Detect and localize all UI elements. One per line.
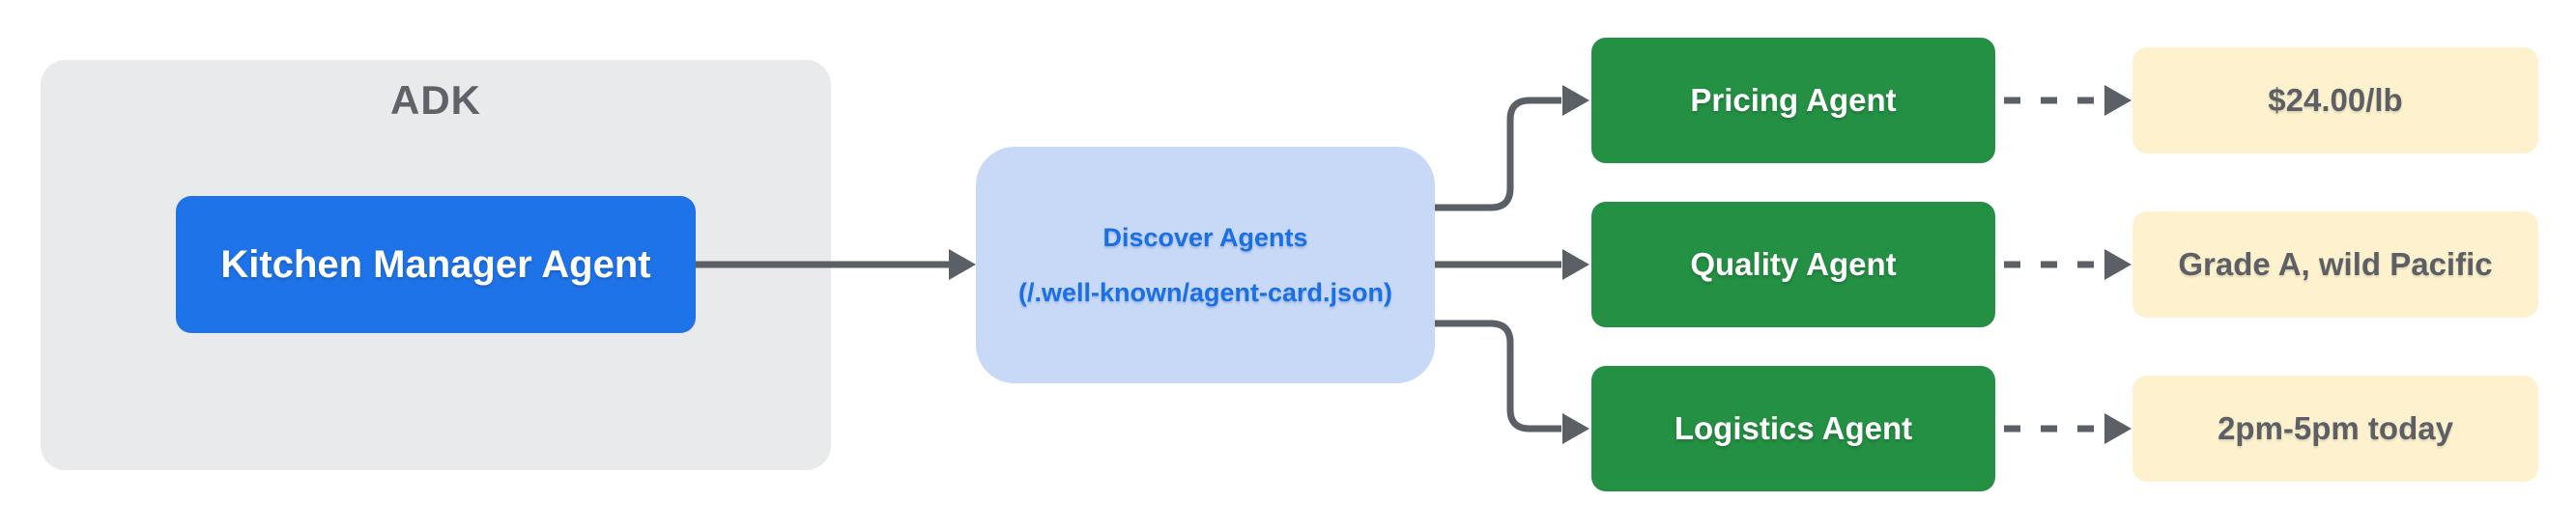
discover-agents-path: (/.well-known/agent-card.json) bbox=[1017, 277, 1393, 307]
discover-agents-title: Discover Agents bbox=[1102, 222, 1308, 252]
arrowhead-quality-to-result bbox=[2104, 249, 2132, 280]
adk-label: ADK bbox=[390, 77, 481, 123]
logistics-result-node: 2pm-5pm today bbox=[2132, 376, 2538, 482]
pricing-agent-node: Pricing Agent bbox=[1591, 38, 1995, 163]
kitchen-manager-agent-node: Kitchen Manager Agent bbox=[176, 196, 696, 333]
discover-agents-node: Discover Agents (/.well-known/agent-card… bbox=[976, 147, 1435, 383]
arrowhead-discover-to-quality bbox=[1562, 249, 1589, 280]
arrow-discover-to-pricing bbox=[1435, 97, 1561, 211]
quality-result-node: Grade A, wild Pacific bbox=[2132, 211, 2538, 318]
arrowhead-discover-to-pricing bbox=[1562, 85, 1589, 116]
arrowhead-kitchen-to-discover bbox=[949, 249, 976, 280]
arrowhead-discover-to-logistics bbox=[1562, 413, 1589, 444]
arrowhead-pricing-to-result bbox=[2104, 85, 2132, 116]
quality-agent-node: Quality Agent bbox=[1591, 202, 1995, 327]
logistics-agent-node: Logistics Agent bbox=[1591, 366, 1995, 491]
pricing-result-node: $24.00/lb bbox=[2132, 47, 2538, 154]
arrowhead-logistics-to-result bbox=[2104, 413, 2132, 444]
arrow-discover-to-logistics bbox=[1435, 320, 1561, 433]
